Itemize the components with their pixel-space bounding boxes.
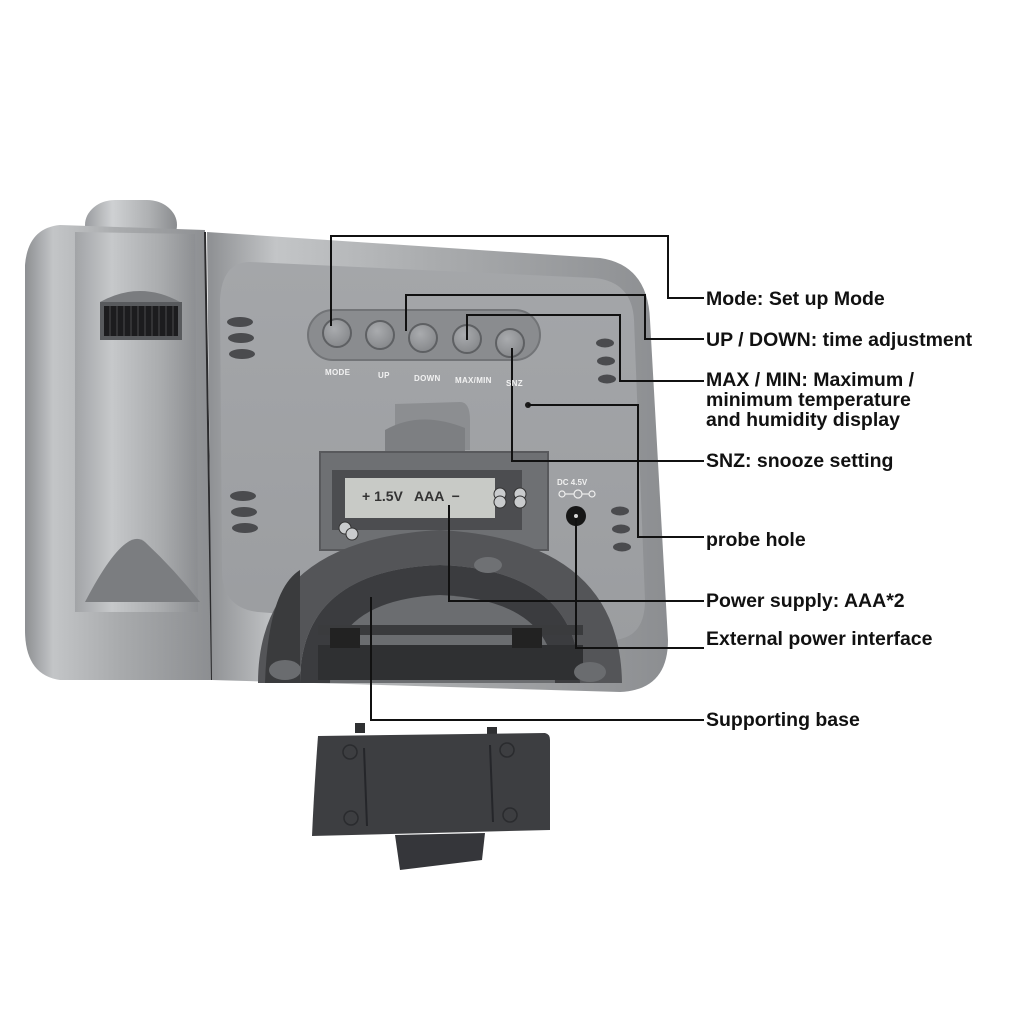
leader-power [448, 505, 704, 602]
leader-updown [405, 294, 704, 340]
callout-power: Power supply: AAA*2 [706, 590, 905, 612]
battery-label: + 1.5V AAA − [362, 488, 460, 504]
left-housing [25, 200, 213, 681]
leader-base [370, 597, 704, 721]
maxmin-button-label: MAX/MIN [455, 376, 492, 385]
callout-mode: Mode: Set up Mode [706, 288, 885, 310]
mode-button-label: MODE [325, 368, 351, 377]
callout-maxmin-line2: minimum temperature [706, 389, 911, 411]
up-button-label: UP [378, 371, 390, 380]
down-button[interactable] [408, 323, 438, 353]
callout-maxmin-line3: and humidity display [706, 409, 900, 431]
leader-external [575, 518, 704, 649]
callout-base: Supporting base [706, 709, 860, 731]
leader-probe [528, 404, 704, 538]
snz-button-label: SNZ [506, 379, 523, 388]
callout-lines [330, 235, 704, 721]
leader-maxmin [466, 314, 704, 382]
callout-updown: UP / DOWN: time adjustment [706, 329, 973, 351]
callout-maxmin: MAX / MIN: Maximum / minimum temperature… [706, 370, 914, 430]
callout-probe: probe hole [706, 529, 806, 551]
dc-jack-label: DC 4.5V [557, 478, 588, 487]
up-button[interactable] [365, 320, 395, 350]
mode-button[interactable] [322, 318, 352, 348]
leader-mode [330, 235, 704, 326]
callout-snz: SNZ: snooze setting [706, 450, 894, 472]
down-button-label: DOWN [414, 374, 441, 383]
callout-external: External power interface [706, 628, 933, 650]
snz-button[interactable] [495, 328, 525, 358]
supporting-base [258, 530, 622, 683]
leader-snz [511, 348, 704, 462]
callout-maxmin-line1: MAX / MIN: Maximum / [706, 369, 915, 391]
battery-cover [312, 723, 550, 870]
